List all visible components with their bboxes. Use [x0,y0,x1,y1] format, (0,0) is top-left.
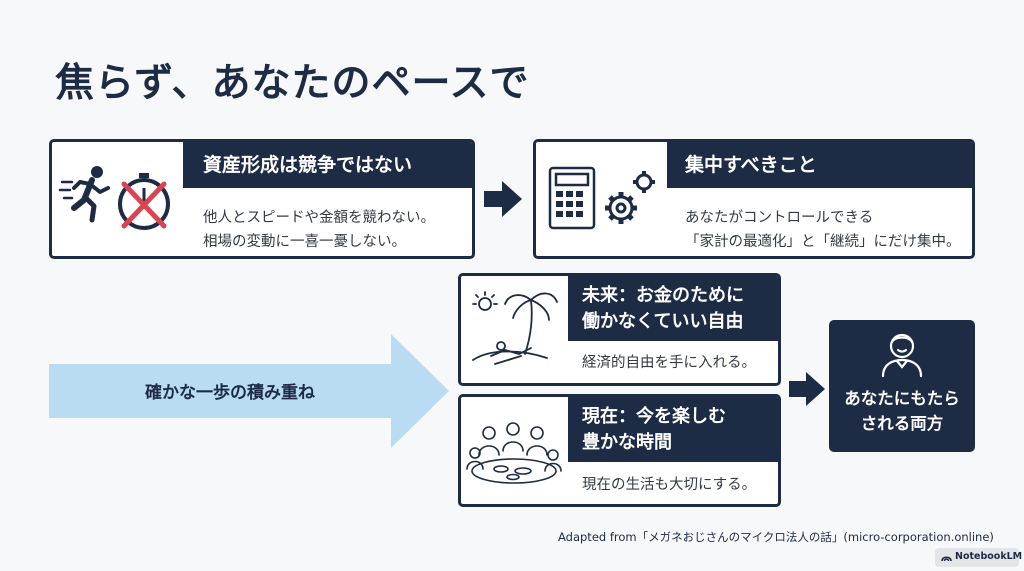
card1-line-2: 相場の変動に一喜一憂しない。 [203,234,406,250]
result-label: あなたにもたら される両方 [829,386,975,436]
result-box: あなたにもたら される両方 [829,320,975,452]
badge-label: NotebookLM [955,551,1023,562]
stopwatch-crossed-icon [118,173,170,230]
card3-body: 経済的自由を手に入れる。 [582,355,756,371]
card4-illustration [461,397,568,504]
result-line-2: される両方 [860,414,944,433]
card2-illustration [536,142,667,256]
card3-heading: 未来：お金のために 働かなくていい自由 [568,276,778,341]
notebooklm-badge: NotebookLM [935,548,1023,567]
card2-line-2: 「家計の最適化」と「継続」にだけ集中。 [685,234,961,250]
card4-heading: 現在：今を楽しむ 豊かな時間 [568,397,778,462]
card3-heading-line-2: 働かなくていい自由 [582,311,744,332]
card1-body: 他人とスピードや金額を競わない。 相場の変動に一喜一憂しない。 [203,206,435,254]
card4-body: 現在の生活も大切にする。 [582,477,757,493]
source-credit: Adapted from「メガネおじさんのマイクロ法人の話」(micro-cor… [558,530,994,544]
card3-heading-line-1: 未来：お金のために [582,285,744,306]
card1-line-1: 他人とスピードや金額を競わない。 [203,210,435,226]
card3-illustration [461,276,568,383]
notebooklm-logo-icon [941,556,952,562]
result-arrow-right-icon [789,372,825,406]
card-present-enjoyment: 現在：今を楽しむ 豊かな時間 現在の生活も大切にする。 [458,394,781,507]
card2-heading: 集中すべきこと [667,142,972,188]
gears-icon [605,171,655,224]
big-arrow-right-icon [49,334,449,448]
card-not-a-competition: 資産形成は競争ではない 他人とスピードや金額を競わない。 相場の変動に一喜一憂し… [49,139,475,259]
card2-line-1: あなたがコントロールできる [685,210,874,226]
card1-illustration [52,142,183,256]
card1-heading: 資産形成は競争ではない [183,142,472,188]
person-avatar-icon [881,333,923,378]
card2-body: あなたがコントロールできる 「家計の最適化」と「継続」にだけ集中。 [685,206,961,254]
page-title: 焦らず、あなたのペースで [55,61,530,106]
card4-heading-line-2: 豊かな時間 [582,432,672,453]
card-future-freedom: 未来：お金のために 働かなくていい自由 経済的自由を手に入れる。 [458,273,781,386]
running-person-icon [58,166,110,223]
card-focus: 集中すべきこと あなたがコントロールできる 「家計の最適化」と「継続」にだけ集中… [533,139,975,259]
family-dinner-icon [466,422,562,484]
calculator-icon [548,166,596,230]
card4-heading-line-1: 現在：今を楽しむ [582,406,726,427]
beach-relaxing-icon [472,291,558,365]
small-arrow-right-icon [484,181,522,217]
arrow-label: 確かな一歩の積み重ね [145,383,315,403]
result-line-1: あなたにもたら [844,389,960,408]
